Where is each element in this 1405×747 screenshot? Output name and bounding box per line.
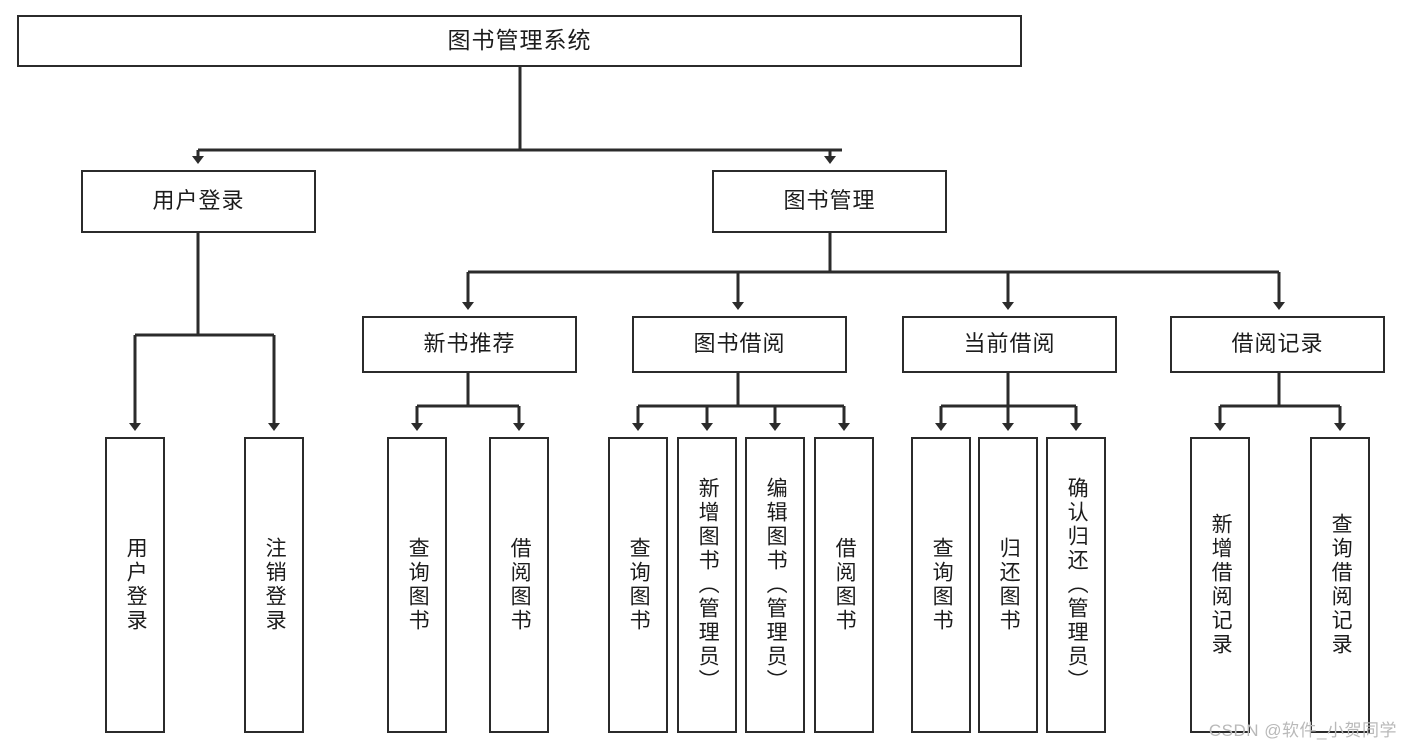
node-root[interactable]: 图书管理系统 xyxy=(17,15,1022,67)
leaf-current-borrow-2-label: 确认归还（管理员） xyxy=(1065,477,1089,693)
leaf-user-login-0-label: 用户登录 xyxy=(124,537,148,633)
leaf-book-borrow-3[interactable]: 借阅图书 xyxy=(814,437,874,733)
leaf-current-borrow-1-label: 归还图书 xyxy=(997,537,1021,633)
node-current-borrow-label: 当前借阅 xyxy=(963,331,1056,357)
leaf-current-borrow-0[interactable]: 查询图书 xyxy=(911,437,971,733)
leaf-user-login-1[interactable]: 注销登录 xyxy=(244,437,304,733)
leaf-current-borrow-0-label: 查询图书 xyxy=(930,537,954,633)
node-user-login[interactable]: 用户登录 xyxy=(81,170,316,233)
leaf-borrow-record-1-label: 查询借阅记录 xyxy=(1329,513,1353,657)
leaf-new-book-recommend-0-label: 查询图书 xyxy=(406,537,430,633)
leaf-book-borrow-1[interactable]: 新增图书（管理员） xyxy=(677,437,737,733)
watermark: CSDN @软件_小贺同学 xyxy=(1208,721,1397,740)
node-new-book-recommend-label: 新书推荐 xyxy=(423,331,516,357)
leaf-current-borrow-1[interactable]: 归还图书 xyxy=(978,437,1038,733)
leaf-book-borrow-0-label: 查询图书 xyxy=(627,537,651,633)
node-borrow-record[interactable]: 借阅记录 xyxy=(1170,316,1385,373)
leaf-book-borrow-0[interactable]: 查询图书 xyxy=(608,437,668,733)
leaf-user-login-0[interactable]: 用户登录 xyxy=(105,437,165,733)
leaf-user-login-1-label: 注销登录 xyxy=(263,537,287,633)
node-new-book-recommend[interactable]: 新书推荐 xyxy=(362,316,577,373)
node-borrow-record-label: 借阅记录 xyxy=(1231,331,1324,357)
leaf-new-book-recommend-1-label: 借阅图书 xyxy=(508,537,532,633)
leaf-new-book-recommend-1[interactable]: 借阅图书 xyxy=(489,437,549,733)
node-book-management-label: 图书管理 xyxy=(783,188,876,214)
leaf-book-borrow-2[interactable]: 编辑图书（管理员） xyxy=(745,437,805,733)
node-book-management[interactable]: 图书管理 xyxy=(712,170,947,233)
node-book-borrow[interactable]: 图书借阅 xyxy=(632,316,847,373)
leaf-book-borrow-1-label: 新增图书（管理员） xyxy=(696,477,720,693)
leaf-current-borrow-2[interactable]: 确认归还（管理员） xyxy=(1046,437,1106,733)
node-current-borrow[interactable]: 当前借阅 xyxy=(902,316,1117,373)
leaf-borrow-record-0[interactable]: 新增借阅记录 xyxy=(1190,437,1250,733)
node-user-login-label: 用户登录 xyxy=(152,188,245,214)
node-book-borrow-label: 图书借阅 xyxy=(693,331,786,357)
leaf-new-book-recommend-0[interactable]: 查询图书 xyxy=(387,437,447,733)
leaf-book-borrow-3-label: 借阅图书 xyxy=(833,537,857,633)
leaf-borrow-record-0-label: 新增借阅记录 xyxy=(1209,513,1233,657)
node-root-label: 图书管理系统 xyxy=(447,27,592,54)
leaf-book-borrow-2-label: 编辑图书（管理员） xyxy=(764,477,788,693)
leaf-borrow-record-1[interactable]: 查询借阅记录 xyxy=(1310,437,1370,733)
